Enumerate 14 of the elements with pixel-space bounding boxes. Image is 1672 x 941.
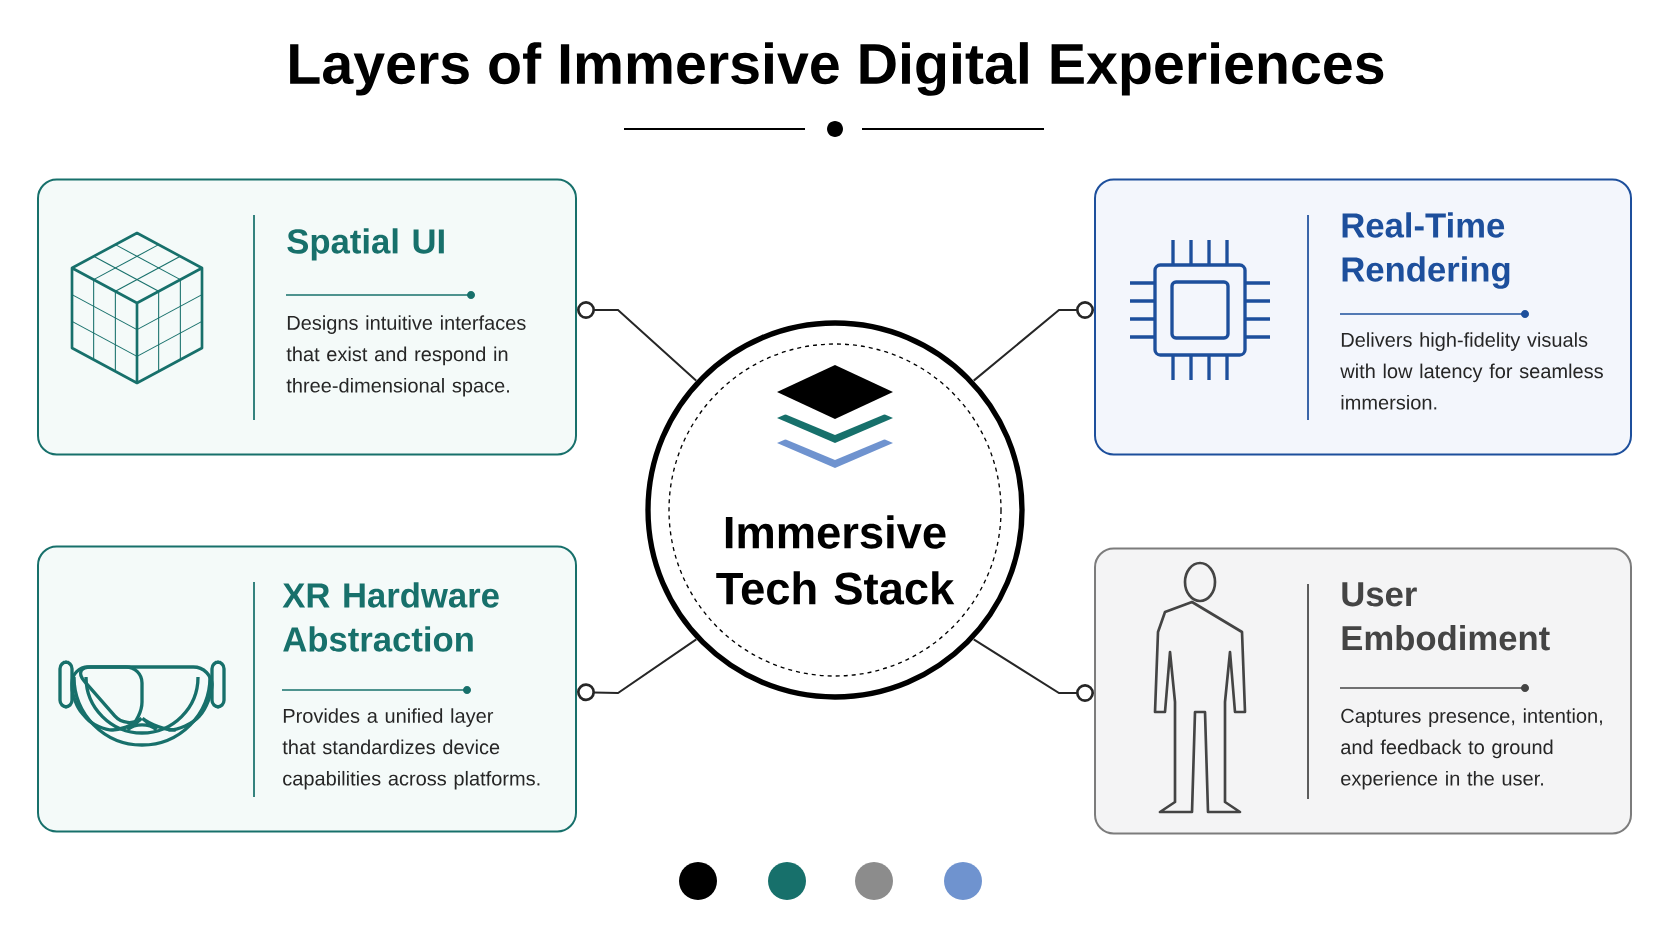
connector <box>972 301 1094 382</box>
connector <box>577 301 698 382</box>
card-description: Provides a unified layer that standardizes device capabilities across platforms. <box>282 708 540 790</box>
card-heading: XR Hardware Abstraction <box>282 582 499 652</box>
title: Layers of Immersive Digital Experiences <box>290 42 1384 96</box>
connector <box>972 638 1094 702</box>
connector <box>577 638 698 702</box>
card-description: Delivers high-fidelity visuals with low latency for seamless immersion. <box>1340 332 1603 410</box>
hub-label: Immersive Tech Stack <box>716 515 955 605</box>
card-heading: User Embodiment <box>1342 582 1550 651</box>
card-heading: Spatial UI <box>287 228 444 261</box>
card-description: Designs intuitive interfaces that exist and respond in three-dimensional space. <box>286 315 526 397</box>
card-heading: Real-Time Rendering <box>1342 212 1510 289</box>
card-description: Captures presence, intention, and feedback to ground experience in the user. <box>1341 708 1602 790</box>
